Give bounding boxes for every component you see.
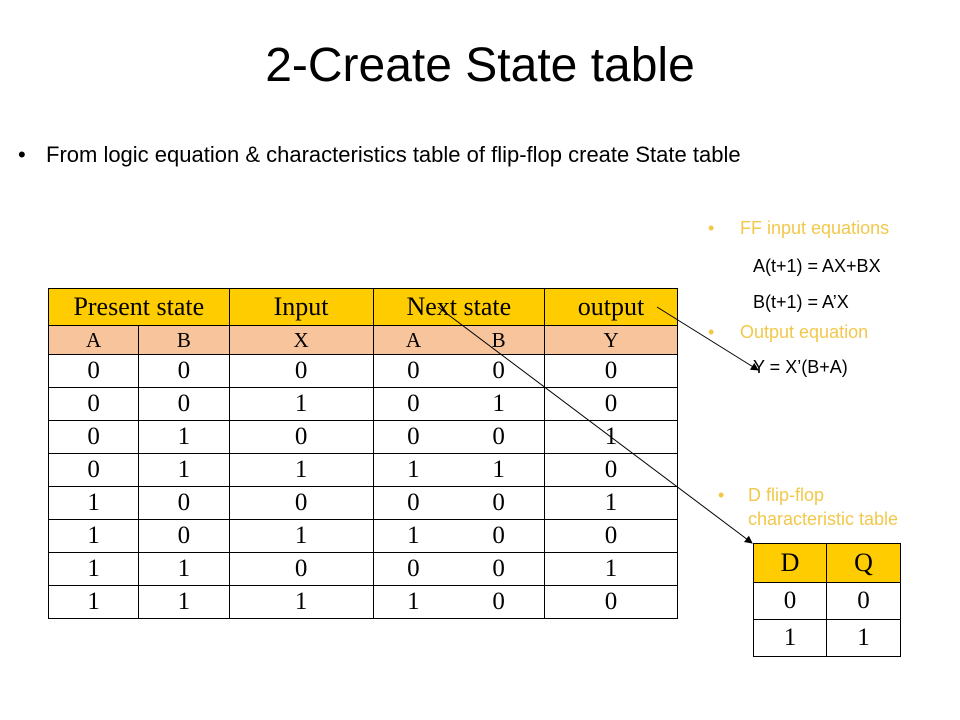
cell-input-x: 1 xyxy=(228,453,374,487)
cell-output-y: 0 xyxy=(544,354,678,388)
group-present-state: Present state xyxy=(48,288,230,326)
cell-next-a: 1 xyxy=(372,519,454,553)
cell-present-b: 0 xyxy=(138,354,230,388)
cell-present-b: 1 xyxy=(138,585,230,619)
cell-next-b: 0 xyxy=(453,585,546,619)
col-output-y: Y xyxy=(544,325,678,355)
cell-next-b: 0 xyxy=(453,420,546,454)
cell-next-a: 0 xyxy=(372,387,454,421)
cell-present-b: 1 xyxy=(138,420,230,454)
page-title: 2-Create State table xyxy=(265,39,695,92)
cell-output-y: 0 xyxy=(544,519,678,553)
col-present-a: A xyxy=(47,325,140,355)
col-d: D xyxy=(753,543,827,583)
cell-input-x: 0 xyxy=(228,420,374,454)
bullet-dot-icon: • xyxy=(708,322,715,342)
cell-next-a: 1 xyxy=(372,585,454,619)
cell-next-b: 0 xyxy=(453,519,546,553)
ff-input-heading: • FF input equations xyxy=(708,218,889,239)
cell-present-a: 1 xyxy=(47,552,140,586)
cell-q: 0 xyxy=(826,582,901,620)
col-next-a: A xyxy=(372,325,454,355)
equation-a: A(t+1) = AX+BX xyxy=(753,256,881,276)
cell-next-a: 1 xyxy=(372,453,454,487)
output-heading-text: Output equation xyxy=(740,322,869,342)
cell-next-a: 0 xyxy=(372,486,454,520)
cell-next-a: 0 xyxy=(372,552,454,586)
cell-next-a: 0 xyxy=(372,354,454,388)
state-table-column-header: A B X A B Y xyxy=(47,325,678,355)
cell-present-a: 1 xyxy=(47,486,140,520)
state-table-group-header: Present state Input Next state output xyxy=(48,288,678,326)
cell-present-a: 0 xyxy=(47,354,140,388)
col-q: Q xyxy=(826,543,901,583)
cell-d: 0 xyxy=(753,582,827,620)
bullet-dot-icon: • xyxy=(18,142,26,167)
cell-next-b: 0 xyxy=(453,552,546,586)
cell-present-a: 0 xyxy=(47,453,140,487)
main-bullet: • From logic equation & characteristics t… xyxy=(18,142,741,168)
cell-present-b: 0 xyxy=(138,486,230,520)
col-next-b: B xyxy=(453,325,546,355)
cell-q: 1 xyxy=(826,619,901,657)
cell-output-y: 0 xyxy=(544,585,678,619)
cell-output-y: 0 xyxy=(544,387,678,421)
cell-input-x: 1 xyxy=(228,585,374,619)
cell-input-x: 0 xyxy=(228,354,374,388)
output-heading: • Output equation xyxy=(708,322,868,343)
cell-output-y: 0 xyxy=(544,453,678,487)
cell-next-b: 1 xyxy=(453,387,546,421)
cell-output-y: 1 xyxy=(544,420,678,454)
col-input-x: X xyxy=(228,325,374,355)
cell-present-b: 0 xyxy=(138,387,230,421)
dff-caption-line2: characteristic table xyxy=(748,509,899,529)
cell-present-a: 0 xyxy=(47,387,140,421)
bullet-dot-icon: • xyxy=(708,218,715,238)
dff-caption-line1: D flip-flop xyxy=(748,485,825,505)
col-present-b: B xyxy=(138,325,230,355)
ff-input-heading-text: FF input equations xyxy=(740,218,890,238)
cell-present-a: 0 xyxy=(47,420,140,454)
equation-b: B(t+1) = A’X xyxy=(753,292,849,312)
state-table: Present state Input Next state output A … xyxy=(47,288,678,619)
cell-output-y: 1 xyxy=(544,486,678,520)
dff-caption: • D flip-flop characteristic table xyxy=(718,483,898,531)
cell-input-x: 0 xyxy=(228,486,374,520)
group-input: Input xyxy=(228,288,374,326)
cell-output-y: 1 xyxy=(544,552,678,586)
group-next-state: Next state xyxy=(372,288,546,326)
cell-input-x: 1 xyxy=(228,387,374,421)
cell-d: 1 xyxy=(753,619,827,657)
cell-present-a: 1 xyxy=(47,519,140,553)
cell-input-x: 1 xyxy=(228,519,374,553)
cell-input-x: 0 xyxy=(228,552,374,586)
group-output: output xyxy=(544,288,678,326)
cell-present-b: 1 xyxy=(138,552,230,586)
cell-present-b: 1 xyxy=(138,453,230,487)
cell-next-b: 0 xyxy=(453,486,546,520)
cell-next-b: 0 xyxy=(453,354,546,388)
cell-next-b: 1 xyxy=(453,453,546,487)
cell-present-a: 1 xyxy=(47,585,140,619)
bullet-dot-icon: • xyxy=(718,485,725,505)
equation-y: Y = X’(B+A) xyxy=(753,357,848,377)
main-bullet-text: From logic equation & characteristics ta… xyxy=(46,142,741,167)
cell-next-a: 0 xyxy=(372,420,454,454)
cell-present-b: 0 xyxy=(138,519,230,553)
dq-header-row: D Q xyxy=(753,543,901,583)
